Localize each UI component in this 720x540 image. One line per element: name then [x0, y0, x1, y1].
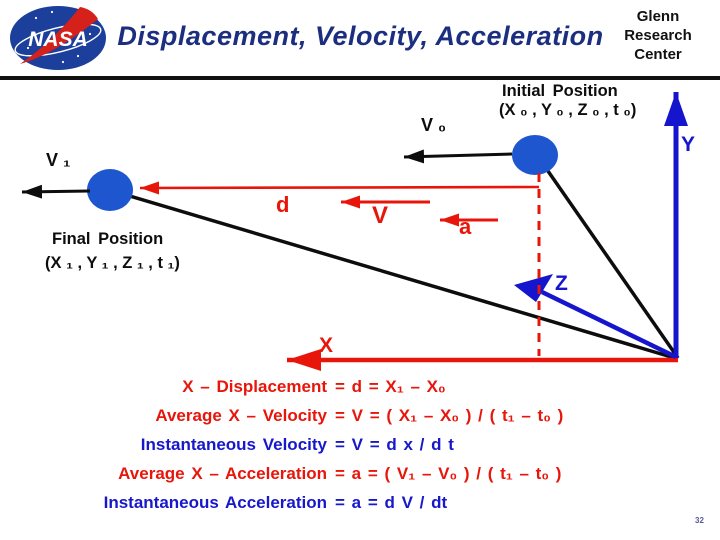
nasa-logo-text: NASA: [28, 28, 88, 51]
equation-row-instantaneous-acceleration: Instantaneous Acceleration = a = d V / d…: [0, 493, 720, 516]
header-divider: [0, 76, 720, 80]
origin-to-final-line: [112, 189, 679, 361]
org-line-2: Research: [624, 27, 692, 44]
equation-row-displacement: X – Displacement = d = X₁ – X₀: [0, 377, 720, 400]
z-axis-arrowhead: [514, 274, 553, 302]
page-number: 32: [695, 516, 704, 525]
page-title: Displacement, Velocity, Acceleration: [117, 21, 604, 51]
equation-label: Instantaneous Acceleration: [103, 493, 327, 512]
equation-row-average-velocity: Average X – Velocity = V = ( X₁ – X₀ ) /…: [0, 406, 720, 429]
equation-row-average-acceleration: Average X – Acceleration = a = ( V₁ – V₀…: [0, 464, 720, 487]
nasa-logo-orbit: [14, 23, 102, 57]
equation-label: Instantaneous Velocity: [140, 435, 327, 454]
final-position-title: Final Position: [52, 230, 164, 248]
org-name: Glenn Research Center: [612, 7, 704, 64]
equations-block: X – Displacement = d = X₁ – X₀ Average X…: [0, 377, 720, 522]
nasa-logo-stars: [26, 10, 92, 64]
org-line-1: Glenn: [636, 8, 680, 25]
initial-point: [512, 135, 558, 175]
equation-row-instantaneous-velocity: Instantaneous Velocity = V = d x / d t: [0, 435, 720, 458]
final-point: [87, 169, 133, 211]
nasa-logo-swoosh: [20, 7, 98, 64]
equation-formula: = a = ( V₁ – V₀ ) / ( t₁ – t₀ ): [335, 464, 562, 483]
equation-formula: = V = d x / d t: [335, 435, 454, 454]
v1-label: V ₁: [46, 150, 71, 170]
equation-formula: = V = ( X₁ – X₀ ) / ( t₁ – t₀ ): [335, 406, 564, 425]
z-axis-label: Z: [555, 272, 568, 295]
initial-position-coords: (X ₀ , Y ₀ , Z ₀ , t ₀): [499, 101, 637, 119]
v0-arrow: [403, 149, 513, 164]
displacement-label: d: [276, 192, 290, 217]
origin-to-initial-line: [539, 160, 680, 359]
equation-formula: = d = X₁ – X₀: [335, 377, 446, 396]
initial-position-title: Initial Position: [502, 82, 618, 100]
y-axis-label: Y: [681, 133, 696, 156]
final-position-coords: (X ₁ , Y ₁ , Z ₁ , t ₁): [45, 254, 180, 272]
org-line-3: Center: [634, 46, 682, 63]
velocity-label: V: [372, 202, 389, 229]
equation-formula: = a = d V / dt: [335, 493, 448, 512]
displacement-arrow: [139, 181, 540, 195]
equation-label: X – Displacement: [182, 377, 327, 396]
z-axis-line: [541, 289, 677, 360]
acceleration-label: a: [459, 214, 472, 239]
nasa-logo: NASA: [10, 6, 106, 70]
equation-label: Average X – Acceleration: [118, 464, 327, 483]
v0-label: V ₀: [421, 115, 447, 135]
x-axis-label: X: [319, 334, 334, 357]
v1-arrow: [21, 184, 91, 199]
equation-label: Average X – Velocity: [155, 406, 327, 425]
